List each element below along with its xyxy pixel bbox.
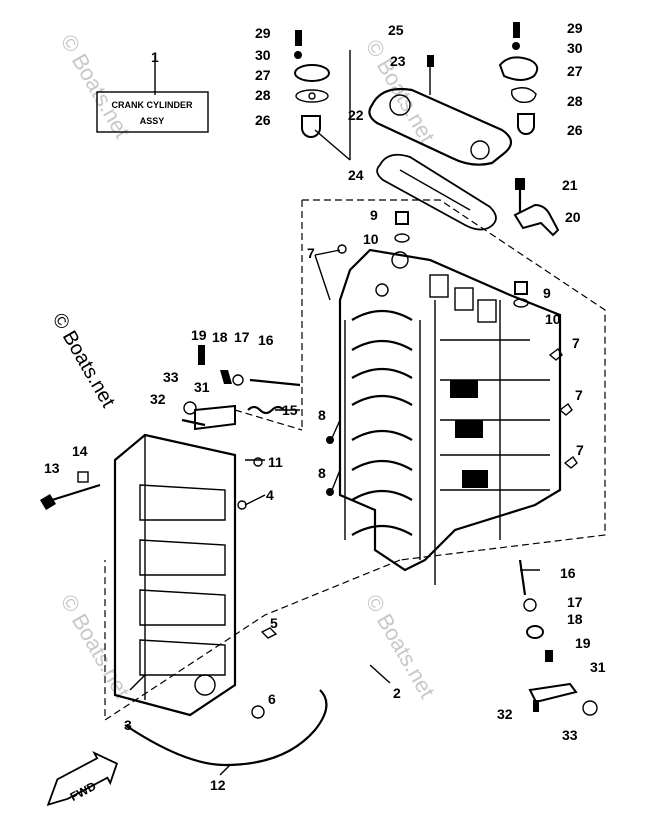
callout: 9 [370, 207, 378, 223]
callout: 10 [545, 311, 561, 327]
callout: 32 [150, 391, 166, 407]
thermostat-parts-left [181, 345, 301, 431]
leader-lines [219, 409, 540, 776]
callout: 11 [268, 454, 283, 470]
callout: 12 [210, 777, 226, 793]
cover-group-left [294, 30, 351, 161]
callout: 32 [497, 706, 513, 722]
top-cover-plate [368, 55, 513, 166]
cover-group-right [498, 22, 539, 135]
callout: 20 [565, 209, 581, 225]
callout: 18 [567, 611, 583, 627]
callout: 18 [212, 329, 228, 345]
callout: 17 [234, 329, 250, 345]
callout: 25 [388, 22, 404, 38]
callout: 30 [567, 40, 583, 56]
callout: 28 [255, 87, 271, 103]
watermark-1: © Boats.net [56, 30, 135, 142]
callout: 3 [124, 717, 132, 733]
bolt-21-bracket-20 [513, 178, 560, 237]
callout: 19 [191, 327, 207, 343]
callout: 13 [44, 460, 60, 476]
callout: 22 [348, 107, 364, 123]
callout: 29 [567, 20, 583, 36]
callout: 4 [266, 487, 274, 503]
callout: 2 [393, 685, 401, 701]
callout: 7 [307, 245, 315, 261]
callout: 23 [390, 53, 406, 69]
callout: 33 [163, 369, 179, 385]
watermark-4: © Boats.net [56, 590, 135, 702]
callout: 19 [575, 635, 591, 651]
callout: 16 [560, 565, 576, 581]
label-line-1: CRANK CYLINDER [112, 100, 194, 110]
fwd-label: FWD [68, 779, 99, 804]
callout: 14 [72, 443, 88, 459]
callout: 27 [567, 63, 583, 79]
callout: 28 [567, 93, 583, 109]
assembly-outline [104, 199, 606, 722]
callout: 27 [255, 67, 271, 83]
callout: 7 [572, 335, 580, 351]
callout: 17 [567, 594, 583, 610]
callout: 7 [575, 387, 583, 403]
callout: 30 [255, 47, 271, 63]
callout: 5 [270, 615, 278, 631]
watermarks: © Boats.net © Boats.net © Boats.net © Bo… [48, 30, 440, 702]
bolts-13-14 [40, 471, 101, 510]
callout: 15 [282, 402, 298, 418]
callout: 9 [543, 285, 551, 301]
callout: 24 [348, 167, 364, 183]
gasket-24 [376, 153, 497, 231]
fwd-arrow: FWD [46, 750, 119, 807]
plugs-9-10 [394, 211, 529, 308]
callout: 6 [268, 691, 276, 707]
callout-numbers: 1 29 30 27 28 26 25 23 22 29 30 27 28 26… [44, 20, 606, 793]
callout-1: 1 [151, 49, 159, 65]
callout: 8 [318, 465, 326, 481]
screws-7 [314, 244, 578, 469]
watermark-3: © Boats.net [48, 310, 120, 412]
callout: 21 [562, 177, 578, 193]
cylinder-cover [113, 433, 237, 717]
callout: 8 [318, 407, 326, 423]
watermark-2: © Boats.net [361, 35, 440, 147]
callout: 16 [258, 332, 274, 348]
callout: 31 [194, 379, 210, 395]
callout: 31 [590, 659, 606, 675]
callout: 26 [567, 122, 583, 138]
crankcase-block [338, 248, 562, 585]
callout: 33 [562, 727, 578, 743]
callout: 7 [576, 442, 584, 458]
callout: 10 [363, 231, 379, 247]
thermostat-parts-right [518, 559, 598, 716]
label-line-2: ASSY [140, 116, 165, 126]
callout: 29 [255, 25, 271, 41]
assembly-label: CRANK CYLINDER ASSY [96, 60, 209, 133]
hose-12 [124, 689, 328, 767]
callout: 26 [255, 112, 271, 128]
label-box-frame [96, 91, 209, 133]
